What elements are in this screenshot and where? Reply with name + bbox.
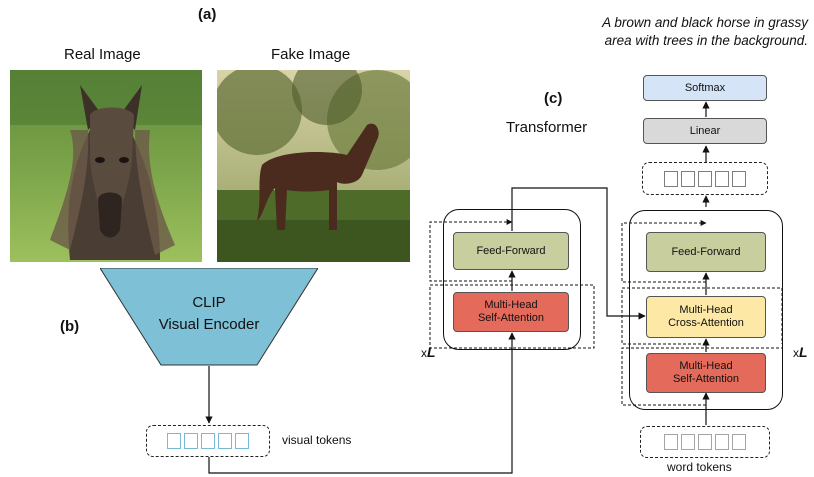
output-token <box>732 170 746 187</box>
encoder-attn-label-1: Multi-Head <box>484 299 538 311</box>
encoder-layer-block <box>443 209 581 350</box>
encoder-repeat-label: xL <box>421 344 436 360</box>
linear-layer: Linear <box>643 118 767 144</box>
output-token <box>698 170 712 187</box>
decoder-residual-bottom <box>621 347 782 406</box>
encoder-residual-top <box>429 219 513 282</box>
visual-tokens <box>146 425 270 457</box>
softmax-layer: Softmax <box>643 75 767 101</box>
encoder-repeat-x: x <box>421 346 427 360</box>
decoder-self-attn-label-2: Self-Attention <box>672 373 740 385</box>
real-horse-image <box>10 70 202 262</box>
caption-line-1: A brown and black horse in grassy <box>602 15 808 30</box>
visual-token <box>201 433 215 449</box>
encoder-self-attention: Multi-Head Self-Attention <box>453 292 569 332</box>
word-token <box>664 434 678 450</box>
transformer-title: Transformer <box>506 119 588 136</box>
word-token <box>681 434 695 450</box>
decoder-self-attention: Multi-Head Self-Attention <box>646 353 766 393</box>
real-image-label: Real Image <box>64 46 141 63</box>
encoder-to-cross-attention-arrow <box>511 187 646 320</box>
word-tokens-label: word tokens <box>667 460 732 474</box>
word-tokens <box>640 426 770 458</box>
word-token <box>698 434 712 450</box>
softmax-label: Softmax <box>684 81 726 94</box>
decoder-repeat-x: x <box>793 346 799 360</box>
visual-token <box>167 433 181 449</box>
caption-line-2: area with trees in the background. <box>604 33 808 48</box>
tokens-to-encoder-arrow <box>208 332 516 474</box>
encoder-repeat-L: L <box>427 344 436 360</box>
panel-label-a: (a) <box>198 6 217 23</box>
visual-tokens-label: visual tokens <box>282 433 352 447</box>
cross-attn-label-1: Multi-Head <box>679 304 733 316</box>
decoder-cross-attention: Multi-Head Cross-Attention <box>646 296 766 338</box>
word-token <box>732 434 746 450</box>
decoder-residual-top <box>621 220 707 283</box>
decoder-self-attn-label-1: Multi-Head <box>679 360 733 372</box>
output-token <box>681 170 695 187</box>
decoder-layer-block <box>629 210 783 410</box>
encoder-feed-forward: Feed-Forward <box>453 232 569 270</box>
decoder-feed-forward: Feed-Forward <box>646 232 766 272</box>
encoder-ffn-label: Feed-Forward <box>476 244 546 257</box>
encoder-label-line2: Visual Encoder <box>158 316 260 333</box>
linear-label: Linear <box>689 124 721 137</box>
fake-horse-image <box>217 70 410 262</box>
output-tokens <box>642 162 768 195</box>
clip-encoder-shape <box>100 268 318 366</box>
decoder-ffn-label: Feed-Forward <box>671 245 741 258</box>
decoder-residual-middle <box>621 287 783 345</box>
panel-label-b: (b) <box>60 318 80 335</box>
encoder-residual-bottom <box>429 284 595 349</box>
visual-token <box>184 433 198 449</box>
output-token <box>715 170 729 187</box>
panel-label-c: (c) <box>544 90 563 107</box>
visual-token <box>235 433 249 449</box>
cross-attn-label-2: Cross-Attention <box>668 317 744 329</box>
decoder-repeat-label: xL <box>793 344 808 360</box>
encoder-label-line1: CLIP <box>192 294 226 311</box>
word-token <box>715 434 729 450</box>
encoder-attn-label-2: Self-Attention <box>477 312 545 324</box>
fake-image-label: Fake Image <box>271 46 351 63</box>
visual-token <box>218 433 232 449</box>
output-token <box>664 170 678 187</box>
decoder-repeat-L: L <box>799 344 808 360</box>
